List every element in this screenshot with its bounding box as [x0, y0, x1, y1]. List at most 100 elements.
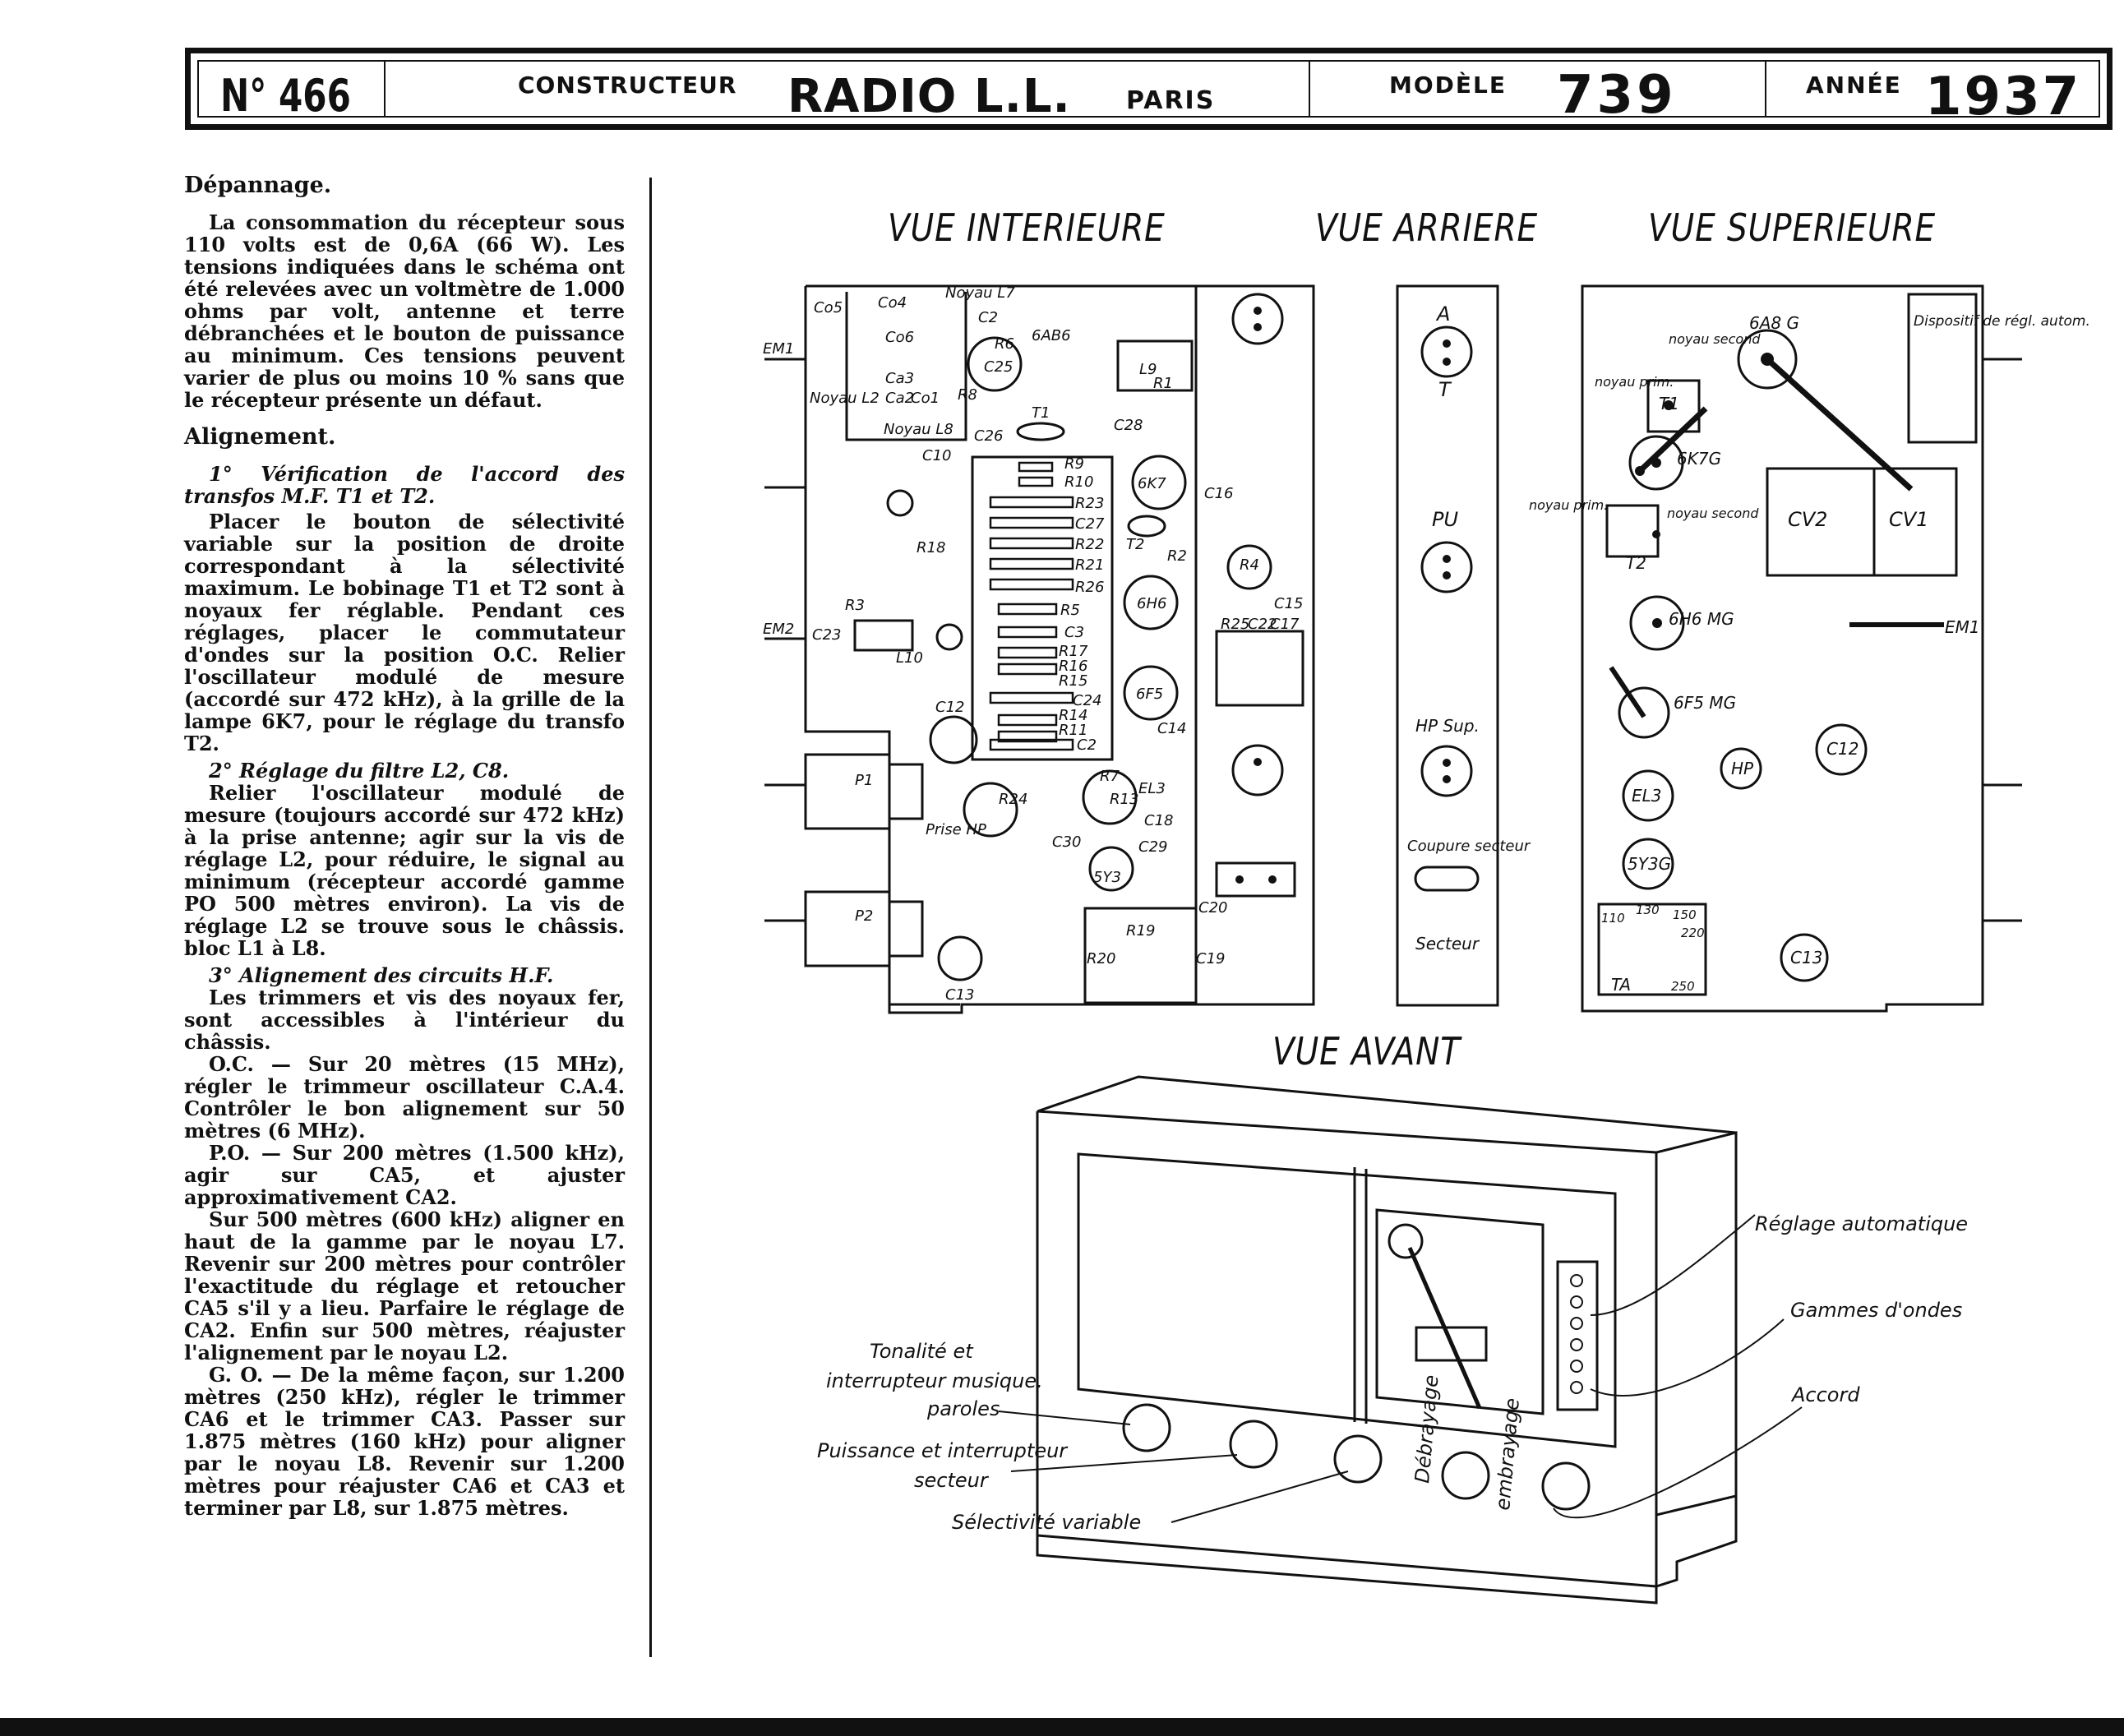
lbl-front-selectivite: Sélectivité variable [952, 1511, 1141, 1534]
lbl-6f5: 6F5 [1136, 686, 1163, 703]
lbl-em1: EM1 [763, 340, 794, 358]
lbl-c16: C16 [1204, 485, 1233, 502]
lbl-c3: C3 [1064, 624, 1084, 641]
lbl-top-cv2: CV2 [1788, 508, 1827, 531]
lbl-noyau-l7: Noyau L7 [945, 284, 1015, 302]
lbl-em2: EM2 [763, 621, 794, 638]
lbl-rear-secteur: Secteur [1415, 934, 1480, 953]
lbl-rear-coupure: Coupure secteur [1407, 838, 1531, 855]
title-vue-interieure: VUE INTERIEURE [888, 205, 1166, 250]
lbl-c19: C19 [1196, 950, 1225, 967]
lbl-rear-a: A [1435, 302, 1450, 326]
lbl-co6: Co6 [885, 329, 914, 346]
lbl-top-c13: C13 [1790, 948, 1822, 967]
lbl-co4: Co4 [878, 294, 907, 312]
lbl-t1: T1 [1032, 404, 1050, 422]
header-bar: N° 466 CONSTRUCTEUR RADIO L.L. PARIS MOD… [185, 48, 2112, 130]
lbl-c2b: C2 [1077, 736, 1097, 754]
lbl-r14: R14 [1059, 707, 1087, 724]
lbl-top-5y3: 5Y3G [1628, 854, 1671, 874]
lbl-top-el3: EL3 [1632, 786, 1662, 806]
lbl-l10: L10 [896, 649, 923, 667]
go-paragraph: G. O. — De la même façon, sur 1.200 mètr… [184, 1363, 625, 1520]
section1-title: 1° Vérification de l'accord des transfos… [184, 462, 625, 508]
lbl-6k7: 6K7 [1138, 475, 1166, 492]
modele-label: MODÈLE [1389, 72, 1508, 99]
lbl-front-debrayage: Débrayage [1411, 1374, 1443, 1484]
oc-paragraph: O.C. — Sur 20 mètres (15 MHz), régler le… [184, 1052, 625, 1143]
lbl-ca3: Ca3 [885, 370, 914, 387]
lbl-top-cv1: CV1 [1889, 508, 1928, 531]
po2-paragraph: Sur 500 mètres (600 kHz) aligner en haut… [184, 1207, 625, 1364]
top-chassis-outline [1581, 284, 1984, 1013]
lbl-r7: R7 [1100, 768, 1120, 785]
city-name: PARIS [1126, 86, 1216, 115]
lbl-top-hp: HP [1731, 759, 1754, 778]
bottom-edge-bar [0, 1718, 2124, 1736]
cabinet-outline [1036, 1111, 1738, 1588]
lbl-top-220: 220 [1681, 926, 1705, 940]
lbl-rear-hp-sup: HP Sup. [1415, 716, 1480, 736]
lbl-top-ta: TA [1611, 975, 1631, 995]
column-divider [649, 178, 652, 1657]
rear-panel-outline [1396, 284, 1499, 1007]
lbl-c27: C27 [1075, 515, 1105, 533]
lbl-c24: C24 [1073, 692, 1101, 709]
lbl-r11: R11 [1059, 722, 1087, 739]
sheet-number: N° 466 [220, 70, 351, 122]
lbl-r9: R9 [1064, 455, 1084, 473]
lbl-top-noyau-prim-1: noyau prim. [1595, 374, 1674, 390]
lbl-c10: C10 [922, 447, 951, 464]
section3-body: Les trimmers et vis des noyaux fer, sont… [184, 986, 625, 1054]
lbl-r13: R13 [1110, 791, 1138, 808]
lbl-c28: C28 [1114, 417, 1143, 434]
lbl-front-tonalite-2: interrupteur musique. [826, 1369, 1043, 1392]
lbl-5y3: 5Y3 [1093, 869, 1121, 886]
lbl-top-6k7: 6K7G [1677, 449, 1721, 469]
lbl-top-6f5: 6F5 MG [1674, 693, 1736, 713]
header-separator [1309, 62, 1310, 116]
brand-name: RADIO L.L. [787, 70, 1071, 123]
lbl-r23: R23 [1075, 495, 1104, 512]
title-vue-superieure: VUE SUPERIEURE [1648, 205, 1937, 250]
annee-label: ANNÉE [1806, 72, 1902, 99]
lbl-c23: C23 [812, 626, 841, 644]
lbl-top-250: 250 [1671, 979, 1695, 994]
annee-number: 1937 [1925, 67, 2082, 127]
lbl-front-puissance-1: Puissance et interrupteur [817, 1439, 1069, 1462]
lbl-front-puissance-2: secteur [914, 1469, 990, 1492]
lbl-top-6h6: 6H6 MG [1669, 609, 1734, 629]
lbl-top-150: 150 [1673, 907, 1697, 922]
lbl-top-130: 130 [1636, 903, 1660, 917]
interior-chassis-outline [804, 284, 1315, 1014]
lbl-r24: R24 [999, 791, 1027, 808]
lbl-r15: R15 [1059, 672, 1087, 690]
lbl-r4: R4 [1240, 556, 1259, 574]
lbl-c20: C20 [1198, 899, 1227, 916]
lbl-front-gammes: Gammes d'ondes [1790, 1299, 1962, 1322]
depannage-title: Dépannage. [184, 173, 332, 198]
po-paragraph: P.O. — Sur 200 mètres (1.500 kHz), agir … [184, 1141, 625, 1209]
lbl-rear-pu: PU [1432, 508, 1458, 531]
lbl-front-tonalite-3: paroles [926, 1397, 1000, 1420]
text-column: Dépannage. La consommation du récepteur … [184, 174, 625, 1519]
lbl-r26: R26 [1075, 579, 1104, 596]
lbl-top-dispositif: Dispositif de régl. autom. [1914, 313, 2090, 330]
section2-body: Relier l'oscillateur modulé de mesure (t… [184, 781, 625, 960]
lbl-r22: R22 [1075, 536, 1104, 553]
lbl-r8: R8 [958, 386, 977, 404]
lbl-prise-hp: Prise HP [926, 821, 986, 838]
lbl-co1: Co1 [911, 390, 940, 407]
modele-number: 739 [1557, 65, 1677, 126]
lbl-6h6: 6H6 [1137, 595, 1166, 612]
lbl-c30: C30 [1052, 833, 1081, 851]
title-vue-avant: VUE AVANT [1272, 1029, 1461, 1073]
lbl-front-embrayage: embrayage [1491, 1397, 1524, 1512]
lbl-p2: P2 [855, 907, 873, 925]
lbl-top-noyau-second-1: noyau second [1669, 331, 1761, 347]
lbl-r18: R18 [917, 539, 945, 556]
lbl-c17: C17 [1270, 616, 1300, 633]
header-inner-frame: N° 466 CONSTRUCTEUR RADIO L.L. PARIS MOD… [197, 60, 2100, 127]
lbl-el3: EL3 [1138, 780, 1166, 797]
lbl-r10: R10 [1064, 473, 1093, 491]
